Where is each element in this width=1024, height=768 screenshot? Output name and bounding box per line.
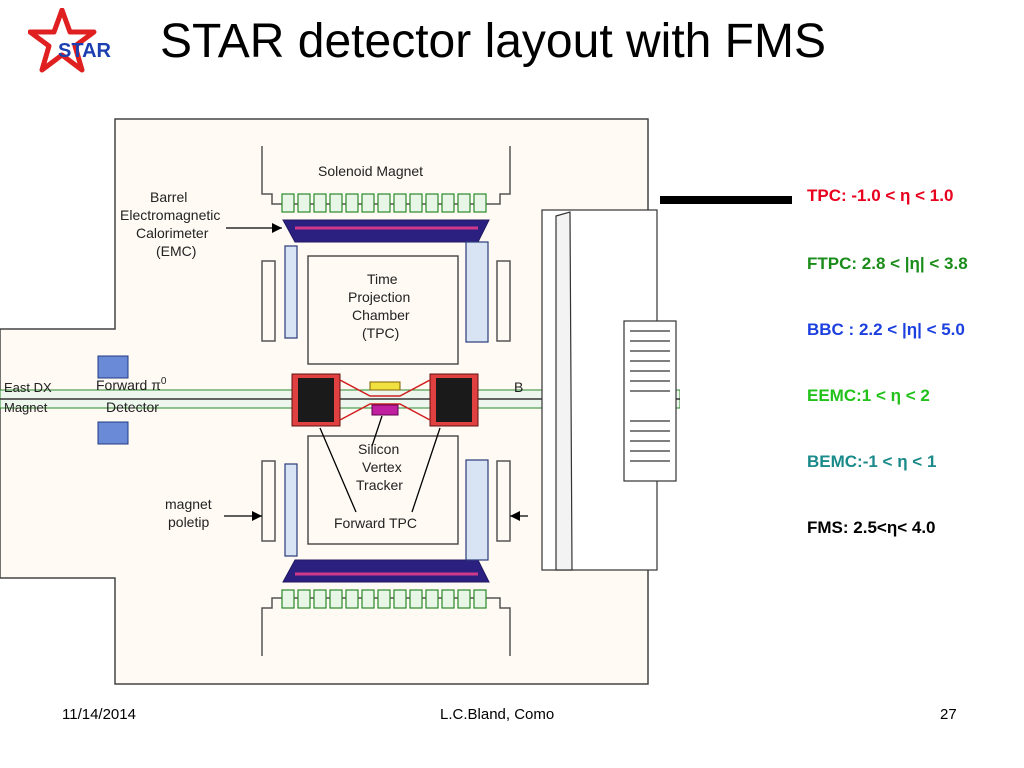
eta-range-eemc: EEMC:1 < η < 2 xyxy=(807,386,930,405)
label-emc-line1: Barrel xyxy=(150,189,187,205)
label-poletip-line1: magnet xyxy=(165,496,212,512)
forward-tpc xyxy=(291,373,479,427)
arrows-ftpc xyxy=(319,415,441,513)
label-tpc-line3: Chamber xyxy=(352,307,410,323)
label-fpd-text: Forward π xyxy=(96,377,161,393)
label-fpd-sup: 0 xyxy=(161,376,167,387)
label-fpd-line1: Forward π0 xyxy=(96,376,167,393)
solenoid-coils-top xyxy=(281,193,487,213)
eta-range-bemc: BEMC:-1 < η < 1 xyxy=(807,452,937,471)
arrowhead-poletip-right xyxy=(510,511,520,521)
tpc-volume xyxy=(307,255,459,545)
star-logo-star-icon xyxy=(28,8,97,73)
label-east-dx-line2: Magnet xyxy=(4,400,48,415)
label-forward-tpc: Forward TPC xyxy=(334,515,417,531)
eta-range-tpc: TPC: -1.0 < η < 1.0 xyxy=(807,186,954,205)
star-detector-diagram: Solenoid Magnet Barrel Electromagnetic C… xyxy=(0,118,680,685)
pointer-bar xyxy=(660,196,792,204)
eta-range-ftpc: FTPC: 2.8 < |η| < 3.8 xyxy=(807,254,968,273)
eta-range-fms: FMS: 2.5<η< 4.0 xyxy=(807,518,936,537)
label-poletip-line2: poletip xyxy=(168,514,209,530)
footer-page-number: 27 xyxy=(940,706,957,723)
label-b: B xyxy=(514,379,523,395)
label-solenoid-magnet: Solenoid Magnet xyxy=(318,163,423,179)
label-tpc-line4: (TPC) xyxy=(362,325,399,341)
footer-date: 11/14/2014 xyxy=(62,706,136,723)
fms-hall-drawing xyxy=(541,209,677,571)
forward-pi0-detector xyxy=(97,355,129,445)
arrowhead-emc xyxy=(272,223,282,233)
label-emc-line3: Calorimeter xyxy=(136,225,209,241)
label-east-dx-line1: East DX xyxy=(4,380,52,395)
slide-title: STAR detector layout with FMS xyxy=(160,15,826,68)
eta-range-bbc: BBC : 2.2 < |η| < 5.0 xyxy=(807,320,965,339)
label-fpd-line2: Detector xyxy=(106,399,159,415)
barrel-emc xyxy=(282,219,490,583)
star-logo: STAR xyxy=(28,8,112,73)
endcap-emc xyxy=(284,241,489,561)
label-svt-line3: Tracker xyxy=(356,477,403,493)
label-emc-line2: Electromagnetic xyxy=(120,207,220,223)
footer-author: L.C.Bland, Como xyxy=(440,706,555,723)
star-logo-text: STAR xyxy=(58,40,112,62)
solenoid-coils-bottom xyxy=(281,589,487,609)
arrowhead-poletip xyxy=(252,511,262,521)
label-tpc-line1: Time xyxy=(367,271,398,287)
label-svt-line1: Silicon xyxy=(358,441,399,457)
label-tpc-line2: Projection xyxy=(348,289,410,305)
label-svt-line2: Vertex xyxy=(362,459,402,475)
silicon-vertex-tracker xyxy=(369,381,401,416)
label-emc-line4: (EMC) xyxy=(156,243,196,259)
